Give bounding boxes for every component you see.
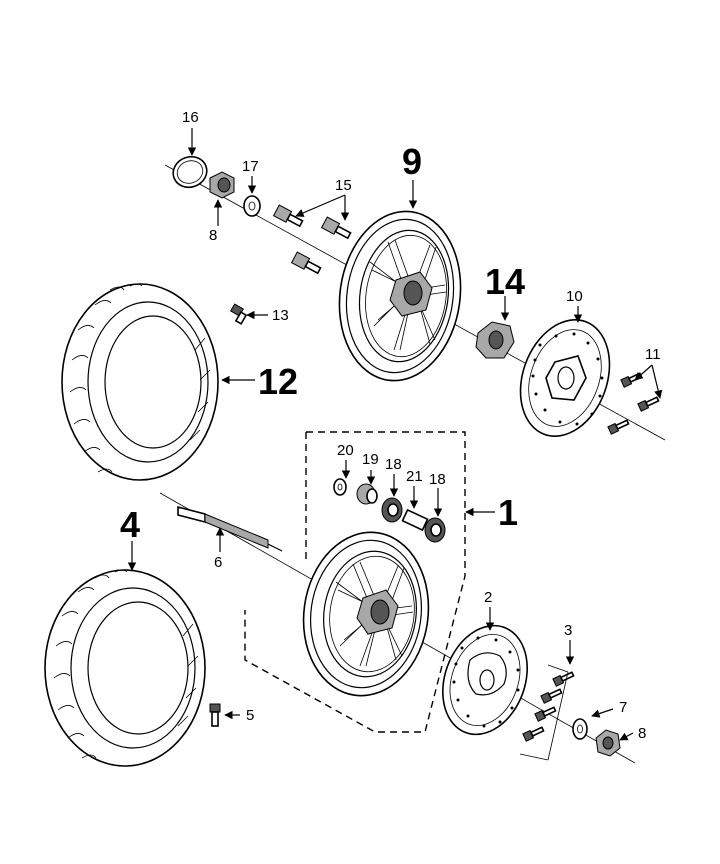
axle-nut-8-top: [209, 171, 235, 199]
callout-8-bottom: 8: [638, 725, 646, 742]
callout-10: 10: [566, 288, 583, 305]
rear-wheel-rim-9: [338, 210, 462, 382]
bearing-18-right: [424, 517, 446, 543]
axle-nut-8-bottom: [595, 729, 621, 757]
collar-21: [401, 508, 429, 532]
callout-13: 13: [272, 307, 289, 324]
valve-13: [229, 303, 248, 325]
callout-20: 20: [337, 442, 354, 459]
callout-4: 4: [120, 504, 140, 545]
valve-5: [209, 703, 221, 727]
callout-7: 7: [619, 699, 627, 716]
wheel-bolts-15: [272, 204, 352, 275]
snap-ring-16: [172, 155, 208, 189]
callout-19: 19: [362, 451, 379, 468]
callout-14: 14: [485, 261, 525, 302]
rear-brake-disc-10: [519, 319, 611, 437]
axle-shaft-6: [177, 505, 283, 552]
callout-15: 15: [335, 177, 352, 194]
front-tire-4: [44, 569, 206, 767]
callout-18-left: 18: [385, 456, 402, 473]
disc-bolts-11: [607, 372, 660, 435]
callout-1: 1: [498, 492, 518, 533]
disc-bolts-3: [519, 664, 575, 761]
washer-17: [243, 195, 261, 217]
bearing-18-left: [381, 497, 403, 523]
callout-11: 11: [645, 346, 661, 363]
spacer-20: [333, 478, 347, 496]
callout-17: 17: [242, 158, 259, 175]
washer-7: [572, 718, 588, 740]
front-brake-disc-2: [442, 624, 528, 736]
callout-18-right: 18: [429, 471, 446, 488]
callout-12: 12: [258, 361, 298, 402]
callout-3: 3: [564, 622, 572, 639]
callout-9: 9: [402, 141, 422, 182]
callout-8-top: 8: [209, 227, 217, 244]
front-wheel-rim: [302, 531, 430, 697]
callout-16: 16: [182, 109, 199, 126]
rear-tire-12: [61, 283, 219, 481]
sprocket-hub-14: [475, 321, 515, 359]
callout-labels: 16 8 17 15 9 14 10 11 13 12 20 19 18 21 …: [120, 109, 661, 742]
seal-19: [356, 483, 378, 505]
callout-21: 21: [406, 468, 423, 485]
callout-6: 6: [214, 554, 222, 571]
callout-2: 2: [484, 589, 492, 606]
leader-lines: [127, 128, 663, 741]
wheel-assembly-outline-1: [244, 431, 466, 733]
callout-5: 5: [246, 707, 254, 724]
